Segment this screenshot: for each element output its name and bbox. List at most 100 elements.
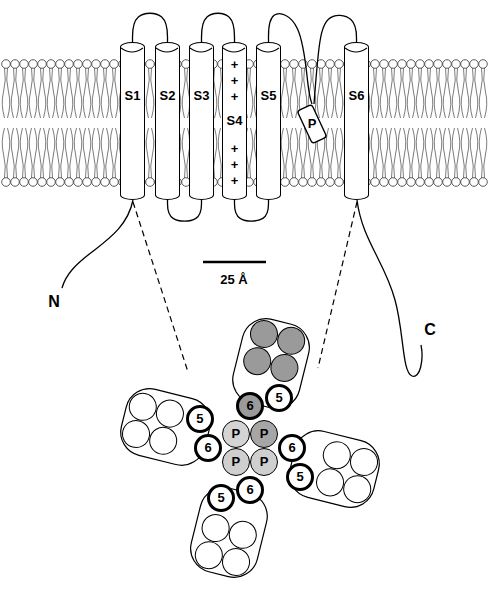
lipid-tail	[16, 68, 19, 118]
lipid-head	[461, 60, 470, 69]
lipid-tail	[43, 128, 46, 178]
lipid-tail	[34, 128, 37, 178]
lipid-tail	[403, 68, 406, 118]
lipid-head	[65, 60, 74, 69]
lipid-tail	[7, 68, 10, 118]
lipid-tail	[20, 68, 23, 118]
lipid-tail	[434, 128, 437, 178]
lipid-tail	[34, 68, 37, 118]
lipid-head	[398, 178, 407, 187]
lipid-tail	[295, 128, 298, 178]
lipid-head	[416, 60, 425, 69]
helix-circle: 5	[186, 405, 214, 433]
cylinder-cap-line	[190, 48, 212, 52]
helix-circle: P	[222, 420, 250, 448]
lipid-tail	[65, 128, 68, 178]
lipid-head	[398, 60, 407, 69]
lipid-tail	[380, 128, 383, 178]
lipid-tail	[412, 128, 415, 178]
cylinder-cap	[345, 43, 367, 198]
lipid-tail	[74, 128, 77, 178]
lipid-head	[326, 178, 335, 187]
helix-label: S5	[261, 89, 277, 103]
cylinder-cap-line	[156, 48, 178, 52]
helix-label: 5	[196, 412, 203, 426]
lipid-tail	[38, 68, 41, 118]
cylinder-cap	[190, 43, 212, 198]
lipid-tail	[475, 68, 478, 118]
lipid-tail	[92, 128, 95, 178]
lipid-head	[470, 178, 479, 187]
lipid-head	[389, 60, 398, 69]
lipid-tail	[214, 128, 217, 178]
lipid-tail	[421, 128, 424, 178]
loop-connector	[168, 200, 202, 221]
lipid-tail	[61, 68, 64, 118]
lipid-tail	[101, 68, 104, 118]
lipid-tail	[101, 128, 104, 178]
helix-cylinder: S6	[344, 42, 369, 200]
lipid-tail	[403, 128, 406, 178]
lipid-tail	[250, 68, 253, 118]
lipid-tail	[331, 68, 334, 118]
lipid-tail	[38, 128, 41, 178]
helix-label: P	[232, 427, 241, 441]
helix-label: S1	[125, 89, 141, 103]
charge-sign: +	[231, 142, 239, 155]
helix-label: 6	[246, 399, 253, 413]
lipid-head	[2, 178, 11, 187]
lipid-head	[380, 60, 389, 69]
charge-sign: +	[231, 58, 239, 71]
lipid-tail	[52, 128, 55, 178]
helix-circle: P	[250, 420, 278, 448]
lipid-tail	[110, 128, 113, 178]
lipid-head	[56, 178, 65, 187]
n-terminus-tail	[62, 200, 133, 288]
lipid-tail	[389, 128, 392, 178]
lipid-tail	[295, 68, 298, 118]
helix-circle	[147, 424, 180, 457]
helix-circle: P	[250, 448, 278, 476]
cylinder-cap-line	[121, 48, 143, 52]
lipid-tail	[52, 68, 55, 118]
lipid-tail	[376, 68, 379, 118]
lipid-head	[407, 178, 416, 187]
lipid-tail	[331, 128, 334, 178]
helix-label: 6	[204, 441, 211, 455]
helix-label: 5	[297, 470, 304, 484]
lipid-tail	[371, 128, 374, 178]
lipid-head	[29, 60, 38, 69]
lipid-head	[110, 60, 119, 69]
helix-label: 5	[275, 391, 282, 405]
cylinder-cap	[121, 43, 143, 198]
lipid-head	[281, 60, 290, 69]
c-terminus-tail	[357, 200, 422, 376]
lipid-head	[47, 60, 56, 69]
lipid-tail	[218, 128, 221, 178]
helix-label: 5	[217, 491, 224, 505]
helix-circle	[241, 345, 274, 378]
lipid-head	[74, 60, 83, 69]
lipid-head	[425, 178, 434, 187]
helix-cylinder: S1	[120, 42, 145, 200]
lipid-tail	[385, 68, 388, 118]
helix-label: S4	[227, 114, 243, 128]
lipid-head	[452, 60, 461, 69]
helix-circle	[248, 318, 281, 351]
helix-circle: 6	[236, 392, 264, 420]
dashed-leader	[133, 202, 188, 372]
cylinder-cap	[156, 43, 178, 198]
lipid-head	[335, 60, 344, 69]
lipid-tail	[335, 128, 338, 178]
helix-circle: 5	[207, 484, 235, 512]
lipid-tail	[70, 68, 73, 118]
helix-circle: 5	[265, 384, 293, 412]
helix-label: 6	[288, 441, 295, 455]
lipid-tail	[110, 68, 113, 118]
lipid-tail	[475, 128, 478, 178]
lipid-tail	[88, 128, 91, 178]
lipid-tail	[88, 68, 91, 118]
lipid-tail	[340, 128, 343, 178]
lipid-tail	[461, 68, 464, 118]
